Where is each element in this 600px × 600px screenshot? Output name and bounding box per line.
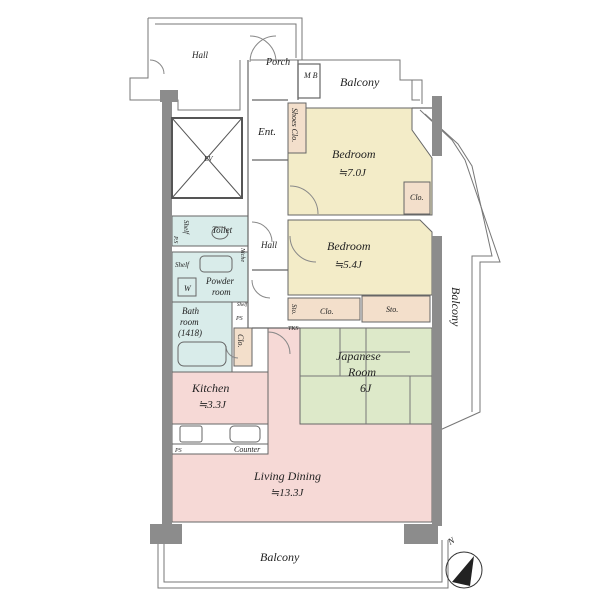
label-ev: EV bbox=[203, 155, 213, 163]
shoes-clo-area bbox=[287, 102, 307, 154]
compass-icon bbox=[445, 551, 483, 589]
label-japanese-3: 6J bbox=[360, 381, 372, 395]
label-w: W bbox=[184, 284, 192, 293]
label-sto-right: Sto. bbox=[386, 305, 398, 314]
partitions bbox=[247, 60, 432, 329]
label-powder-2: room bbox=[212, 287, 231, 297]
clo-right-area bbox=[403, 181, 431, 215]
clo-mid-area bbox=[287, 297, 361, 321]
label-toilet: Toilet bbox=[212, 225, 233, 235]
tatami-lines bbox=[300, 328, 432, 424]
label-mb: M B bbox=[303, 71, 318, 80]
label-bath-2: room bbox=[180, 317, 199, 327]
outer-outline bbox=[129, 17, 501, 589]
label-shoes-clo: Shoes Clo. bbox=[290, 108, 299, 142]
label-counter: Counter bbox=[234, 445, 261, 454]
label-clo-mid: Clo. bbox=[320, 307, 334, 316]
label-bedroom-2-size: ≒5.4J bbox=[334, 259, 363, 271]
label-ps-bath: PS bbox=[235, 316, 243, 322]
kitchen-sink-counter bbox=[171, 423, 269, 445]
label-living-size: ≒13.3J bbox=[270, 487, 304, 499]
bath-room-area bbox=[171, 301, 233, 373]
labels: Hall Porch M B Balcony Ent. Shoes Clo. B… bbox=[172, 50, 463, 564]
label-clo-vertical: Clo. bbox=[236, 334, 245, 348]
label-powder-1: Powder bbox=[205, 276, 234, 286]
label-japanese-1: Japanese bbox=[336, 349, 381, 363]
label-balcony-right: Balcony bbox=[449, 287, 463, 327]
fixtures bbox=[177, 226, 261, 443]
label-porch: Porch bbox=[265, 57, 290, 68]
label-bath-1: Bath bbox=[182, 306, 199, 316]
label-living: Living Dining bbox=[253, 469, 321, 483]
label-hall-top: Hall bbox=[191, 50, 209, 60]
living-dining-area bbox=[171, 327, 433, 523]
label-shelf-mid: Shelf bbox=[175, 261, 190, 269]
bedroom-2-area bbox=[287, 219, 433, 296]
label-compass-n: N bbox=[445, 535, 457, 548]
label-clo-right: Clo. bbox=[410, 193, 424, 202]
label-niche: Niche bbox=[239, 247, 245, 262]
label-shelf-top: Shelf bbox=[182, 220, 190, 235]
label-japanese-2: Room bbox=[347, 365, 376, 379]
kitchen-area bbox=[171, 371, 269, 425]
label-ent: Ent. bbox=[257, 126, 276, 138]
label-ps-kitchen: PS bbox=[174, 448, 182, 454]
label-bedroom-2: Bedroom bbox=[327, 239, 371, 253]
label-bath-3: (1418) bbox=[178, 328, 202, 338]
label-balcony-bottom: Balcony bbox=[260, 550, 300, 564]
walls bbox=[150, 90, 442, 544]
room-fills bbox=[171, 102, 433, 523]
ev-shaft bbox=[171, 117, 243, 199]
label-tks: TKS bbox=[288, 326, 298, 332]
door-swings bbox=[149, 35, 319, 359]
label-ps-top: P.S bbox=[172, 235, 178, 243]
sto-right-area bbox=[361, 295, 431, 323]
label-sto-left: Sto. bbox=[290, 304, 298, 315]
label-kitchen-size: ≒3.3J bbox=[198, 399, 227, 411]
label-balcony-top: Balcony bbox=[340, 75, 380, 89]
label-kitchen: Kitchen bbox=[191, 381, 229, 395]
label-bedroom-1-size: ≒7.0J bbox=[338, 167, 367, 179]
toilet-area bbox=[171, 215, 249, 247]
label-bedroom-1: Bedroom bbox=[332, 147, 376, 161]
label-hall-mid: Hall bbox=[260, 240, 278, 250]
clo-vertical-area bbox=[233, 327, 253, 367]
label-shelf-small: Shelf bbox=[237, 303, 248, 308]
